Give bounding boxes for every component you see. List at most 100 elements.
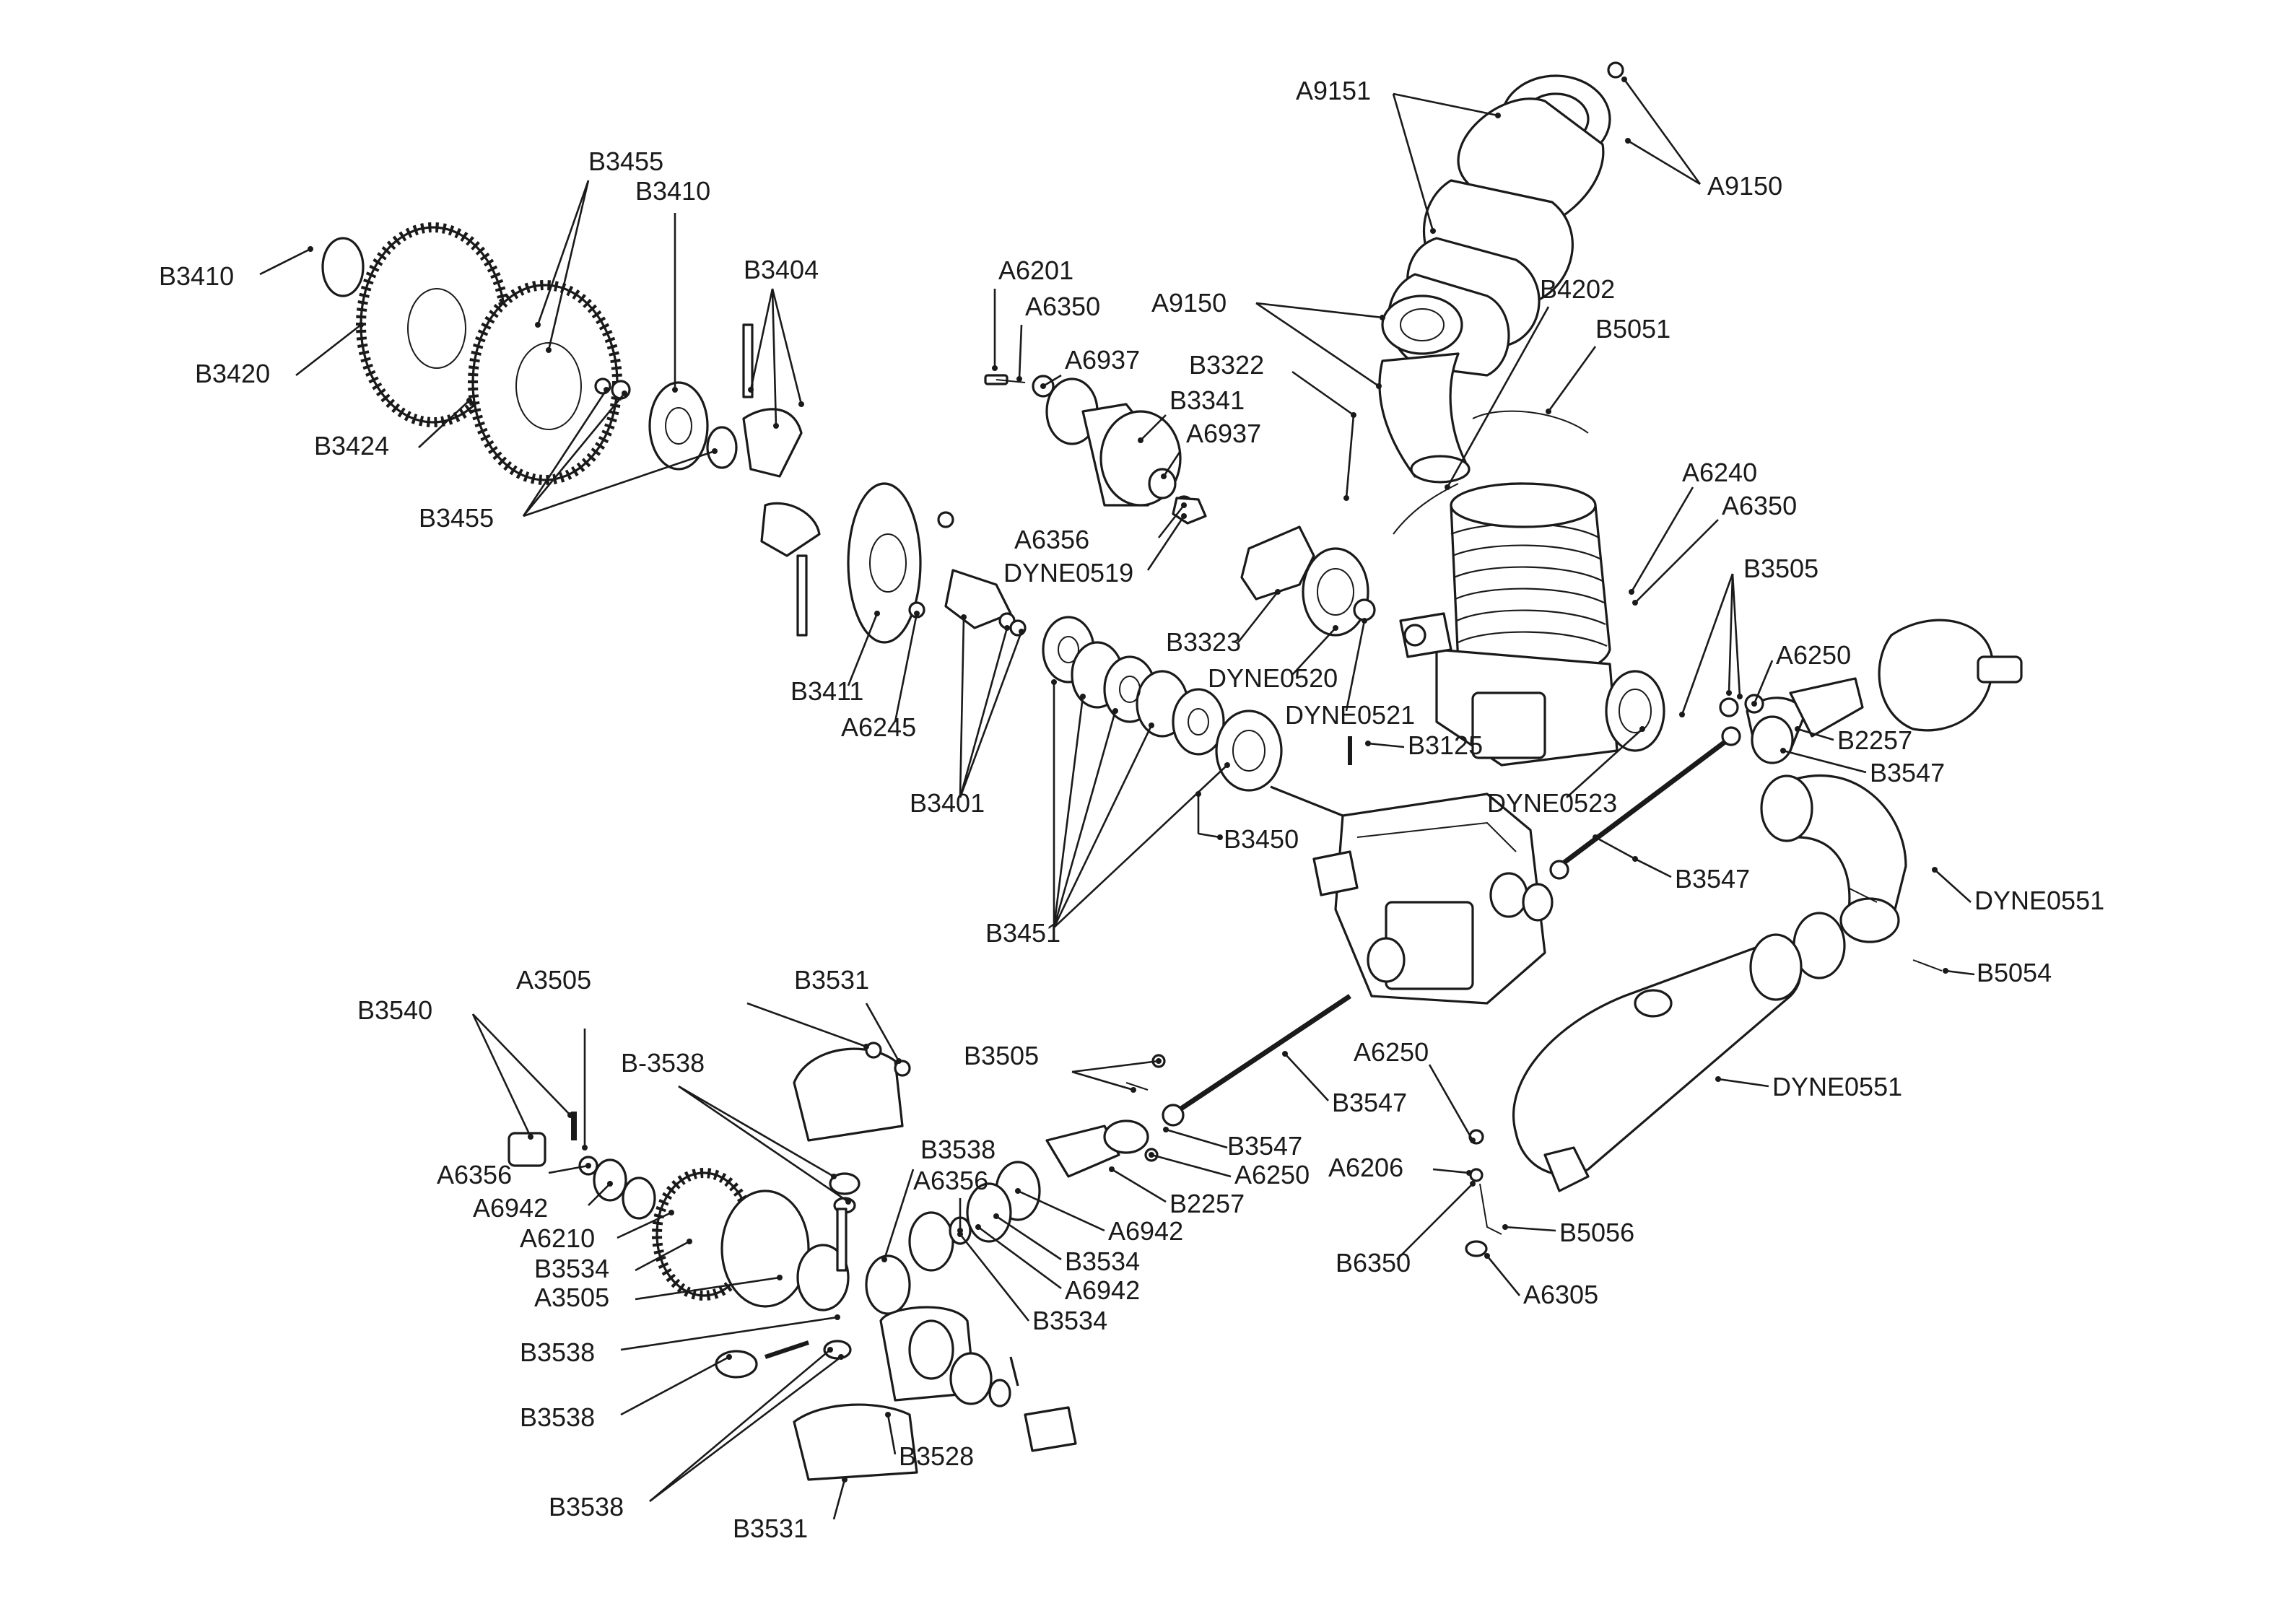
leader-arrowhead	[1484, 1253, 1490, 1259]
leader-arrowhead	[358, 322, 364, 328]
callout-b3540: B3540	[357, 995, 573, 1140]
leader-arrowhead	[308, 246, 313, 252]
leader-line	[522, 393, 626, 517]
callout-b3538_upper: B3538	[881, 1135, 996, 1262]
leader-line	[635, 1276, 780, 1301]
leader-line	[472, 1013, 571, 1116]
callout-b3455_top: B3455	[535, 147, 663, 353]
leader-arrowhead	[546, 347, 552, 353]
leader-line	[617, 1211, 672, 1239]
part-label: B3528	[899, 1441, 974, 1471]
callout-a6937_lower: A6937	[1161, 419, 1261, 479]
leader-line	[1071, 1070, 1134, 1091]
part-label: B3547	[1870, 758, 1945, 787]
leader-arrowhead	[1149, 722, 1154, 728]
leader-line	[1198, 832, 1221, 839]
part-label: B3401	[910, 788, 985, 818]
leader-line	[1630, 486, 1694, 593]
leader-arrowhead	[993, 1213, 999, 1219]
leader-arrowhead	[1470, 1181, 1476, 1187]
leader-line	[620, 1316, 838, 1351]
leader-arrowhead	[773, 423, 779, 429]
leader-line	[1255, 302, 1383, 319]
part-label: B3341	[1169, 385, 1245, 415]
leader-arrowhead	[1365, 741, 1371, 746]
part-label: B-3538	[621, 1048, 705, 1078]
leader-arrowhead	[777, 1275, 783, 1280]
leader-line	[1053, 725, 1153, 928]
leader-line	[1017, 1189, 1105, 1232]
leader-line	[1797, 728, 1834, 741]
callout-b3534_right2: B3534	[957, 1231, 1107, 1335]
callout-b4202: B4202	[1445, 274, 1615, 490]
clutch-shoes-assembly	[944, 525, 1376, 637]
callout-a6250_lower: A6250	[1354, 1037, 1476, 1143]
leader-arrowhead	[831, 1174, 837, 1179]
leader-line	[1111, 1168, 1167, 1203]
callout-b-3538: B-3538	[621, 1048, 851, 1205]
leader-line	[536, 180, 590, 326]
leader-line	[832, 1479, 846, 1520]
leader-line	[1753, 660, 1774, 704]
leader-arrowhead	[1625, 138, 1631, 144]
leader-arrowhead	[1629, 589, 1634, 595]
leader-arrowhead	[1376, 383, 1382, 389]
callout-a9150_left: A9150	[1151, 288, 1385, 389]
leader-arrowhead	[1343, 495, 1349, 501]
leader-line	[1345, 620, 1366, 712]
leader-line	[635, 1240, 690, 1272]
leader-line	[678, 1085, 849, 1203]
part-label: B6350	[1336, 1248, 1411, 1278]
leader-line	[1071, 1060, 1159, 1073]
part-label: B3534	[534, 1254, 609, 1283]
leader-arrowhead	[1632, 600, 1638, 606]
leader-arrowhead	[585, 1163, 591, 1169]
part-label: B3455	[419, 503, 494, 533]
engine-block	[1393, 410, 1665, 767]
leader-line	[649, 1355, 842, 1503]
part-label: A6942	[1065, 1275, 1140, 1305]
part-label: B3322	[1189, 350, 1264, 380]
leader-line	[749, 288, 774, 390]
callout-dyne0523: DYNE0523	[1487, 726, 1645, 818]
part-label: A6250	[1234, 1160, 1310, 1189]
callout-b3424: B3424	[314, 398, 472, 460]
leader-line	[865, 1003, 900, 1062]
part-label: A6201	[998, 256, 1073, 285]
leader-arrowhead	[885, 1412, 891, 1418]
leader-arrowhead	[1430, 228, 1436, 234]
leader-line	[1284, 1053, 1329, 1101]
leader-arrowhead	[1780, 748, 1786, 754]
leader-arrowhead	[466, 398, 472, 403]
leader-line	[1140, 414, 1167, 441]
leader-line	[471, 1013, 532, 1138]
part-label: B5056	[1559, 1218, 1634, 1247]
leader-arrowhead	[1466, 1170, 1472, 1176]
callout-b6350: B6350	[1336, 1181, 1476, 1278]
leader-arrowhead	[726, 1354, 732, 1360]
callout-b3547_upper: B3547	[1780, 748, 1945, 787]
leader-line	[1945, 969, 1975, 976]
air-filter-assembly	[1378, 61, 1624, 484]
part-label: DYNE0523	[1487, 788, 1617, 818]
leader-line	[1486, 1255, 1521, 1296]
callout-a9151_top: A9151	[1296, 76, 1501, 234]
part-label: A6356	[437, 1160, 512, 1189]
callout-b3547_lower: B3547	[1282, 1051, 1407, 1117]
part-label: B3410	[635, 176, 710, 206]
leader-line	[522, 389, 608, 517]
leader-arrowhead	[1380, 315, 1385, 320]
callout-a9150_right: A9150	[1621, 77, 1782, 201]
callout-b5054: B5054	[1943, 958, 2052, 987]
leader-line	[678, 1085, 835, 1178]
leader-arrowhead	[798, 401, 804, 407]
leader-arrowhead	[1016, 376, 1022, 382]
callout-dyne0521: DYNE0521	[1285, 618, 1415, 730]
part-label: A9150	[1707, 171, 1782, 201]
leader-arrowhead	[567, 1112, 573, 1118]
leader-arrowhead	[1138, 437, 1143, 443]
callout-b3538_b: B3538	[520, 1354, 732, 1432]
part-label: A6942	[1108, 1216, 1183, 1246]
leader-arrowhead	[1109, 1166, 1115, 1172]
